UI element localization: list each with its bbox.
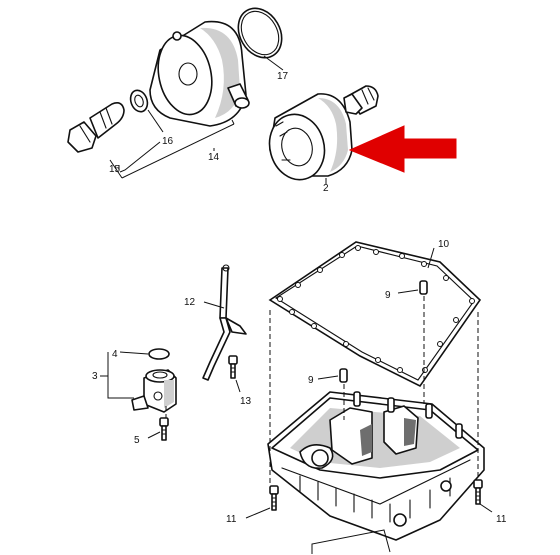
callout-13: 13 [240,396,252,407]
callout-5: 5 [134,435,140,446]
leaders-top [109,55,327,184]
o-ring-4 [148,348,170,360]
union-fitting [343,85,379,115]
callout-16: 16 [162,136,174,147]
bolt-13 [228,355,238,379]
callout-17: 17 [277,71,289,82]
oil-pan [267,391,485,541]
screw-5 [159,417,169,441]
cooler-nipple [227,83,250,109]
red-arrow-icon [348,125,457,173]
switch-assembly-3 [131,369,177,413]
oil-filter-2 [268,93,353,181]
bolt-11a [269,485,279,511]
callout-11a: 11 [226,514,237,525]
callout-4: 4 [112,349,118,360]
bolt-11b [473,479,483,505]
alignment-lines [165,296,479,486]
o-ring-17 [237,7,283,59]
callout-14: 14 [208,152,220,163]
callout-10: 10 [438,239,450,250]
callout-9a: 9 [385,290,391,301]
dipstick-tube-12 [202,264,247,381]
union-bolt-15 [67,102,125,153]
callout-15: 15 [109,164,121,175]
dowel-pin-9a [419,280,428,295]
callout-2: 2 [323,183,329,194]
dowel-pin-9b [339,368,348,383]
oil-cooler-14 [149,20,250,127]
callout-12: 12 [184,297,196,308]
pan-gasket-10 [268,241,482,388]
callout-11b: 11 [496,514,507,525]
washer-16 [129,89,149,113]
callout-3: 3 [92,371,98,382]
callout-9b: 9 [308,375,314,386]
leaders-bottom [100,247,493,554]
